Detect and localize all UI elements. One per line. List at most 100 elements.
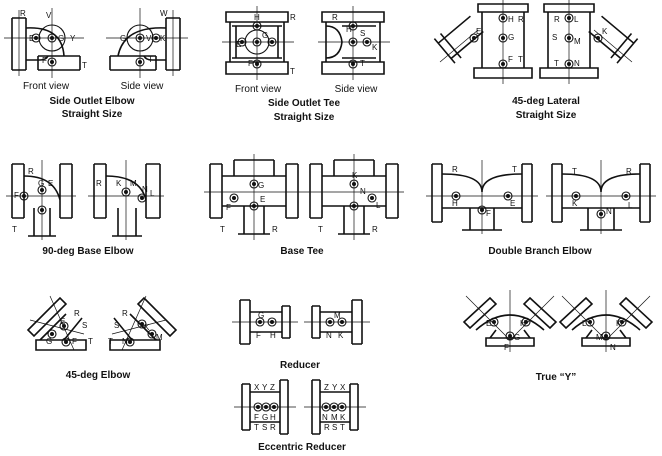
- letter-S: S: [262, 423, 267, 432]
- letter-H: H: [520, 319, 526, 328]
- letter-V: V: [46, 11, 52, 20]
- letter-T: T: [88, 337, 93, 346]
- letter-F: F: [486, 209, 491, 218]
- front-view-label: Front view: [23, 81, 70, 92]
- letter-T: T: [360, 59, 365, 68]
- caption-line-1: Eccentric Reducer: [258, 442, 346, 453]
- letter-R: R: [626, 167, 632, 176]
- letter-G: G: [258, 181, 264, 190]
- letter-F: F: [72, 337, 77, 346]
- side-outlet-tee-front-view: R H E G F T Front view: [222, 6, 296, 95]
- letter-R: R: [122, 309, 128, 318]
- true-y-view-2: L K M N: [558, 290, 654, 352]
- letter-K: K: [338, 331, 344, 340]
- letter-M: M: [156, 333, 163, 342]
- letter-Z: Z: [324, 383, 329, 392]
- letter-K: K: [616, 319, 622, 328]
- letter-G: G: [514, 333, 520, 342]
- letter-G: G: [258, 311, 264, 320]
- letter-L: L: [582, 319, 587, 328]
- letter-R: R: [452, 165, 458, 174]
- letter-Z: Z: [270, 383, 275, 392]
- letter-M: M: [574, 37, 581, 46]
- letter-E: E: [29, 34, 34, 43]
- letter-L: L: [150, 189, 155, 198]
- letter-T: T: [12, 225, 17, 234]
- letter-K: K: [602, 27, 608, 36]
- letter-F: F: [14, 191, 19, 200]
- caption-line-2: Straight Size: [274, 112, 335, 123]
- letter-H: H: [270, 413, 276, 422]
- letter-K: K: [160, 34, 166, 43]
- double-branch-elbow-view-1: R T H E F: [426, 160, 538, 234]
- letter-G: G: [120, 34, 126, 43]
- letter-F: F: [42, 56, 47, 65]
- letter-T: T: [82, 61, 87, 70]
- letter-S: S: [332, 423, 337, 432]
- elbow-45-figure: R E S G F T R S K M T N 45-deg Elbow: [26, 295, 178, 381]
- letter-N: N: [142, 185, 148, 194]
- letter-H: H: [346, 25, 352, 34]
- side-view-label: Side view: [121, 81, 165, 92]
- letter-H: H: [452, 199, 458, 208]
- letter-M: M: [596, 333, 603, 342]
- base-elbow-90-view-1: R G E F T: [6, 160, 76, 240]
- letter-R: R: [272, 225, 278, 234]
- letter-F: F: [256, 331, 261, 340]
- letter-V: V: [146, 34, 152, 43]
- side-outlet-tee-side-view: R H S K T Side view: [318, 6, 390, 95]
- letter-L: L: [628, 201, 633, 210]
- letter-E: E: [476, 27, 481, 36]
- letter-N: N: [610, 343, 616, 352]
- eccentric-reducer-figure: X Y Z F G H T S R Z Y X N M K R S T: [234, 379, 366, 453]
- letter-M: M: [331, 413, 338, 422]
- letter-T: T: [512, 165, 517, 174]
- eccentric-reducer-view-1: X Y Z F G H T S R: [234, 379, 296, 435]
- side-outlet-tee-figure: R H E G F T Front view R H S K T Side vi…: [222, 6, 390, 123]
- letter-T: T: [254, 423, 259, 432]
- letter-T: T: [554, 59, 559, 68]
- letter-Y: Y: [70, 34, 76, 43]
- letter-G: G: [46, 337, 52, 346]
- letter-N: N: [574, 59, 580, 68]
- letter-S: S: [114, 321, 119, 330]
- letter-R: R: [324, 423, 330, 432]
- letter-T: T: [340, 423, 345, 432]
- caption-line-1: 45-deg Elbow: [66, 370, 131, 381]
- letter-Y: Y: [332, 383, 338, 392]
- letter-R: R: [372, 225, 378, 234]
- elbow-45-view-2: R S K M T N: [108, 295, 178, 351]
- letter-H: H: [508, 15, 514, 24]
- letter-T: T: [220, 225, 225, 234]
- letter-N: N: [360, 187, 366, 196]
- letter-E: E: [60, 317, 65, 326]
- letter-K: K: [144, 323, 150, 332]
- letter-E: E: [260, 195, 265, 204]
- caption-line-2: Straight Size: [62, 109, 123, 120]
- caption-line-2: Straight Size: [516, 110, 577, 121]
- letter-W: W: [160, 9, 168, 18]
- letter-K: K: [372, 43, 378, 52]
- base-elbow-90-view-2: R K M N L: [88, 160, 164, 240]
- letter-K: K: [352, 171, 358, 180]
- side-view-label: Side view: [335, 84, 379, 95]
- letter-R: R: [518, 15, 524, 24]
- letter-Y: Y: [262, 383, 268, 392]
- elbow-45-view-1: R E S G F T: [26, 295, 93, 351]
- caption-line-1: Side Outlet Elbow: [49, 96, 134, 107]
- letter-E: E: [236, 40, 241, 49]
- letter-L: L: [574, 15, 579, 24]
- caption-line-1: 90-deg Base Elbow: [42, 246, 133, 257]
- caption-line-1: Double Branch Elbow: [488, 246, 592, 257]
- caption-line-1: 45-deg Lateral: [512, 96, 580, 107]
- letter-X: X: [254, 383, 260, 392]
- caption-line-1: True “Y”: [536, 372, 577, 383]
- letter-R: R: [554, 15, 560, 24]
- base-elbow-90-figure: R G E F T R K M N L 90-deg Base Elbow: [6, 160, 164, 257]
- letter-E: E: [510, 199, 515, 208]
- letter-R: R: [20, 9, 26, 18]
- letter-E: E: [486, 319, 491, 328]
- side-outlet-elbow-side-view: W G V K T Side view: [106, 8, 188, 92]
- letter-R: R: [28, 167, 34, 176]
